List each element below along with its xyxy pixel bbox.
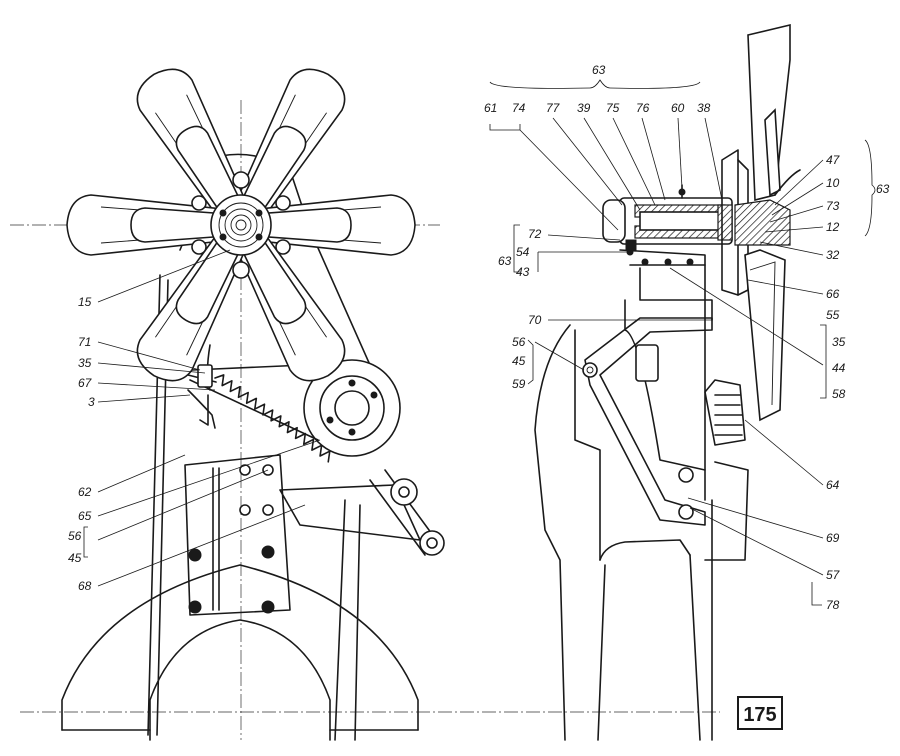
label-3: 3 [88, 395, 95, 409]
label-72: 72 [528, 227, 542, 241]
label-35: 35 [78, 356, 92, 370]
label-44: 44 [832, 361, 846, 375]
label-76: 76 [636, 101, 650, 115]
label-45-right: 45 [512, 354, 526, 368]
label-62: 62 [78, 485, 92, 499]
label-56: 56 [68, 529, 82, 543]
label-69: 69 [826, 531, 840, 545]
label-38: 38 [697, 101, 711, 115]
label-39: 39 [577, 101, 591, 115]
label-54: 54 [516, 245, 530, 259]
label-78: 78 [826, 598, 840, 612]
label-63-right: 63 [876, 182, 890, 196]
label-63-top: 63 [592, 63, 606, 77]
label-60: 60 [671, 101, 685, 115]
label-55: 55 [826, 308, 840, 322]
label-67: 67 [78, 376, 93, 390]
label-58: 58 [832, 387, 846, 401]
left-view [10, 58, 720, 741]
page-number-box [737, 696, 783, 730]
right-view [489, 23, 876, 741]
page-number: 175 [743, 704, 776, 726]
label-61: 61 [484, 101, 497, 115]
fan [66, 58, 416, 392]
label-32: 32 [826, 248, 840, 262]
label-10-top: 10 [826, 176, 840, 190]
label-64: 64 [826, 478, 840, 492]
label-12: 12 [826, 220, 840, 234]
label-75: 75 [606, 101, 620, 115]
label-68: 68 [78, 579, 92, 593]
label-57: 57 [826, 568, 841, 582]
label-71: 71 [78, 335, 91, 349]
label-74: 74 [512, 101, 526, 115]
label-45: 45 [68, 551, 82, 565]
label-15: 15 [78, 295, 92, 309]
label-73: 73 [826, 199, 840, 213]
label-70: 70 [528, 313, 542, 327]
label-35-right: 35 [832, 335, 846, 349]
label-63-group: 63 [498, 254, 512, 268]
label-56-right: 56 [512, 335, 526, 349]
label-66: 66 [826, 287, 840, 301]
label-59: 59 [512, 377, 526, 391]
label-65: 65 [78, 509, 92, 523]
label-77: 77 [546, 101, 561, 115]
label-43: 43 [516, 265, 530, 279]
label-47: 47 [826, 153, 841, 167]
